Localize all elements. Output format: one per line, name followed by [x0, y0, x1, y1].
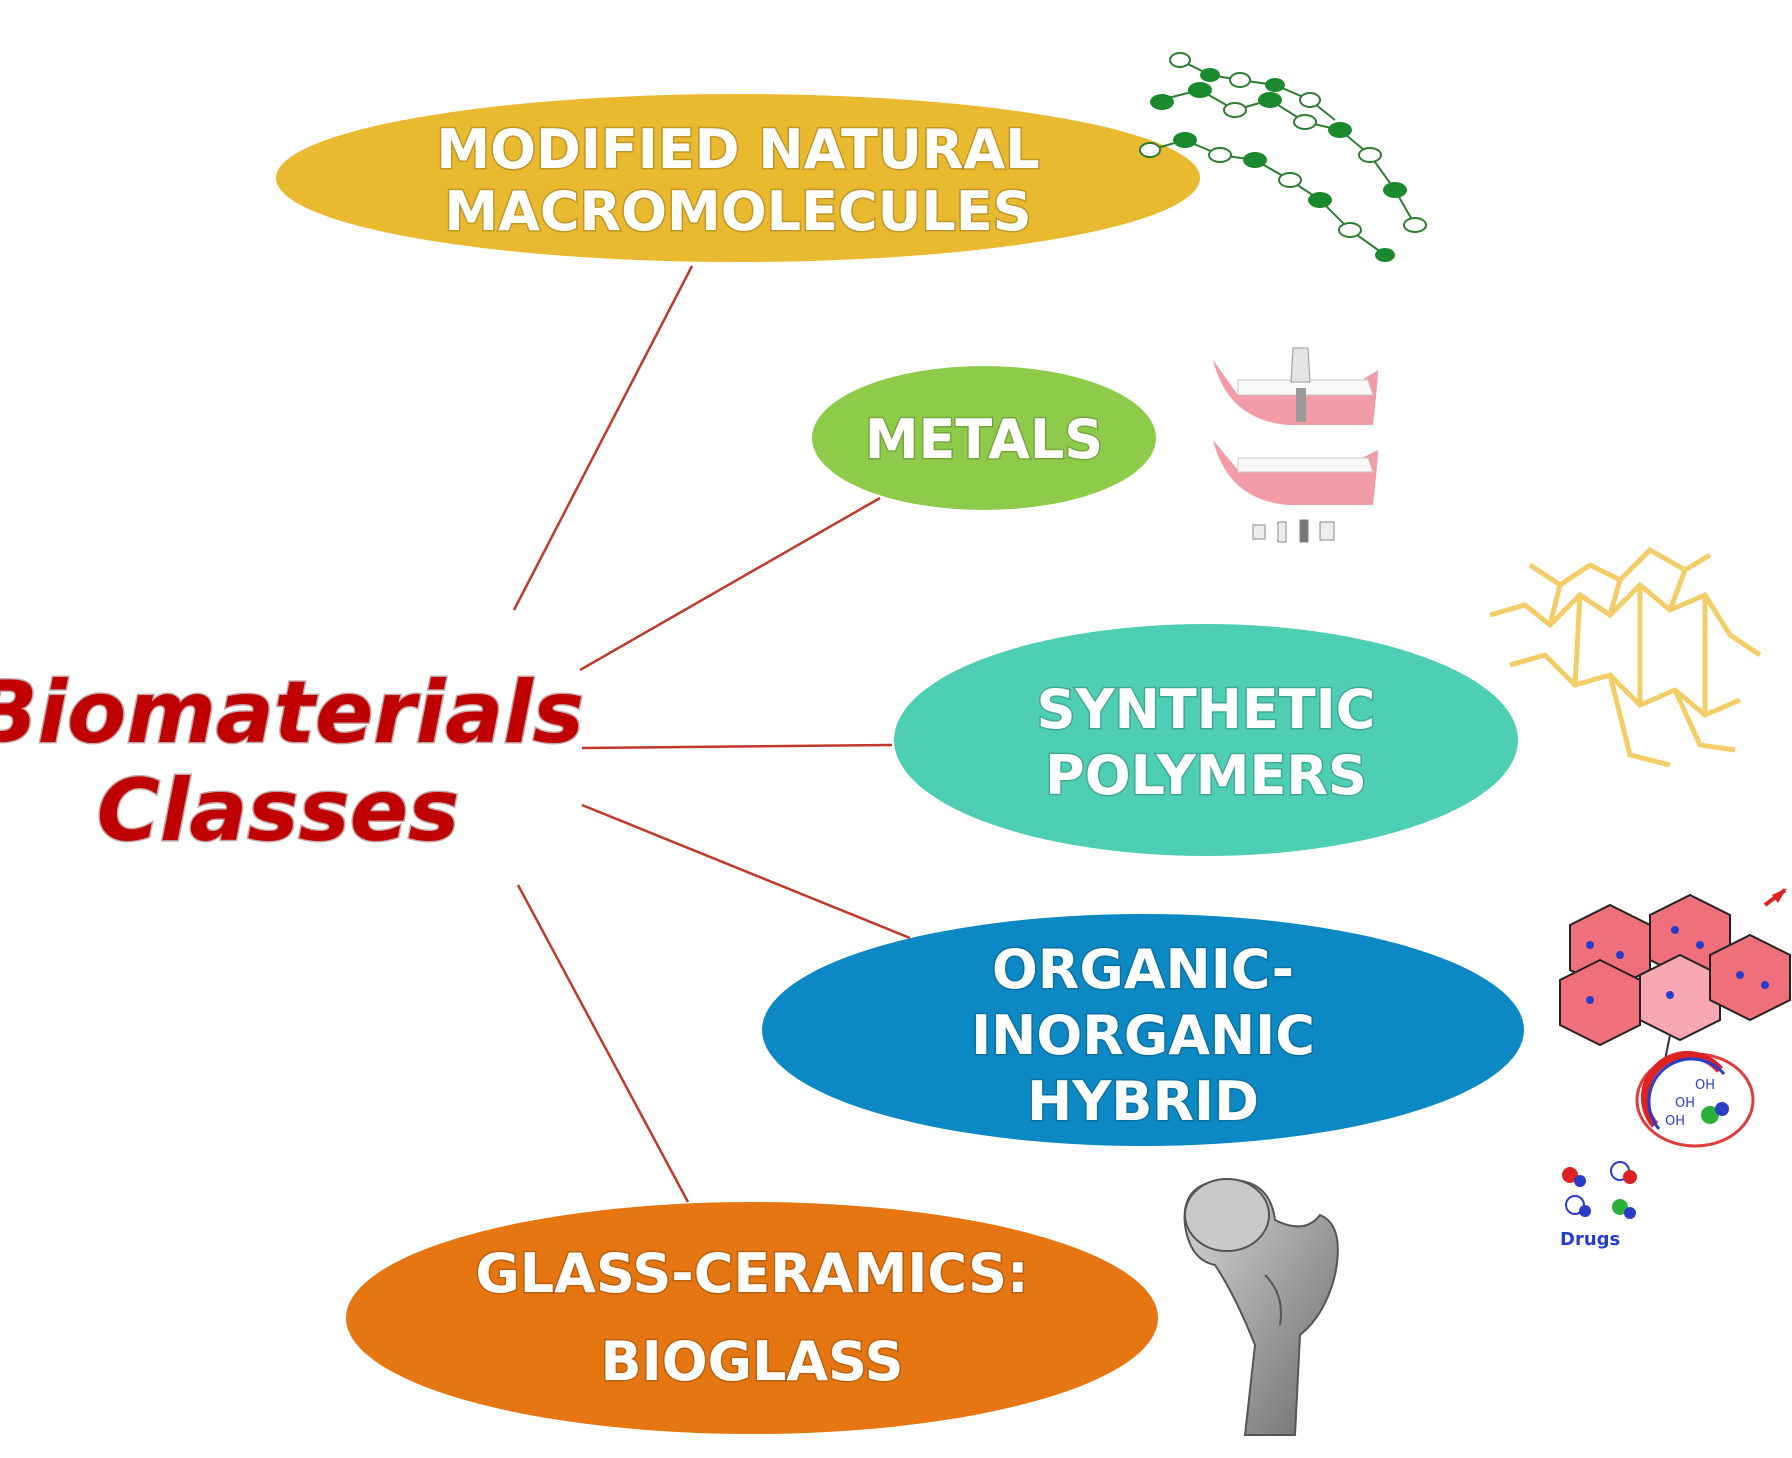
- node-modified-natural-ellipse: [276, 94, 1200, 262]
- connector-modified-natural: [512, 265, 694, 611]
- title-line-1: Biomaterials: [0, 663, 584, 763]
- node-metals: METALS: [812, 366, 1156, 510]
- title-line-2: Classes: [97, 761, 460, 861]
- connector-bioglass: [516, 884, 690, 1203]
- node-modified-natural-label-2: MACROMOLECULES: [444, 180, 1031, 243]
- node-metals-label: METALS: [865, 408, 1103, 471]
- node-synthetic-polymers-ellipse: [894, 624, 1518, 856]
- node-hybrid-label-1: ORGANIC-: [992, 938, 1294, 1001]
- node-modified-natural: MODIFIED NATURAL MACROMOLECULES: [276, 94, 1200, 262]
- node-hybrid: ORGANIC- INORGANIC HYBRID: [762, 914, 1524, 1146]
- connector-hybrid: [581, 803, 911, 940]
- node-modified-natural-label-1: MODIFIED NATURAL: [436, 118, 1039, 181]
- node-synthetic-polymers: SYNTHETIC POLYMERS: [894, 624, 1518, 856]
- connector-metals: [579, 496, 881, 672]
- hybrid-oh-label-3: OH: [1665, 1114, 1685, 1129]
- drugs-label: Drugs: [1560, 1229, 1620, 1250]
- hybrid-oh-label-2: OH: [1675, 1096, 1695, 1111]
- node-synthetic-polymers-label-1: SYNTHETIC: [1037, 678, 1376, 741]
- mesoporous-hybrid-icon: OH OH OH Drugs: [1559, 888, 1791, 1250]
- connectors: [512, 265, 911, 1203]
- node-bioglass-ellipse: [346, 1202, 1158, 1434]
- connector-synthetic-polymers: [581, 743, 893, 750]
- polymer-network-icon: [1489, 546, 1762, 768]
- green-molecule-chain-icon: [1139, 52, 1427, 262]
- node-metals-ellipse: [812, 366, 1156, 510]
- node-bioglass-label-1: GLASS-CERAMICS:: [475, 1242, 1028, 1305]
- node-synthetic-polymers-label-2: POLYMERS: [1045, 744, 1367, 807]
- node-hybrid-label-2: INORGANIC: [971, 1004, 1315, 1067]
- hybrid-oh-label-1: OH: [1695, 1078, 1715, 1093]
- femur-bone-icon: [1183, 1178, 1339, 1436]
- node-hybrid-label-3: HYBRID: [1027, 1070, 1259, 1133]
- dental-implant-icon: [1213, 347, 1378, 543]
- node-hybrid-ellipse: [762, 914, 1524, 1146]
- diagram-title: Biomaterials Classes: [0, 662, 585, 863]
- node-bioglass-label-2: BIOGLASS: [600, 1330, 903, 1393]
- node-bioglass: GLASS-CERAMICS: BIOGLASS: [346, 1202, 1158, 1434]
